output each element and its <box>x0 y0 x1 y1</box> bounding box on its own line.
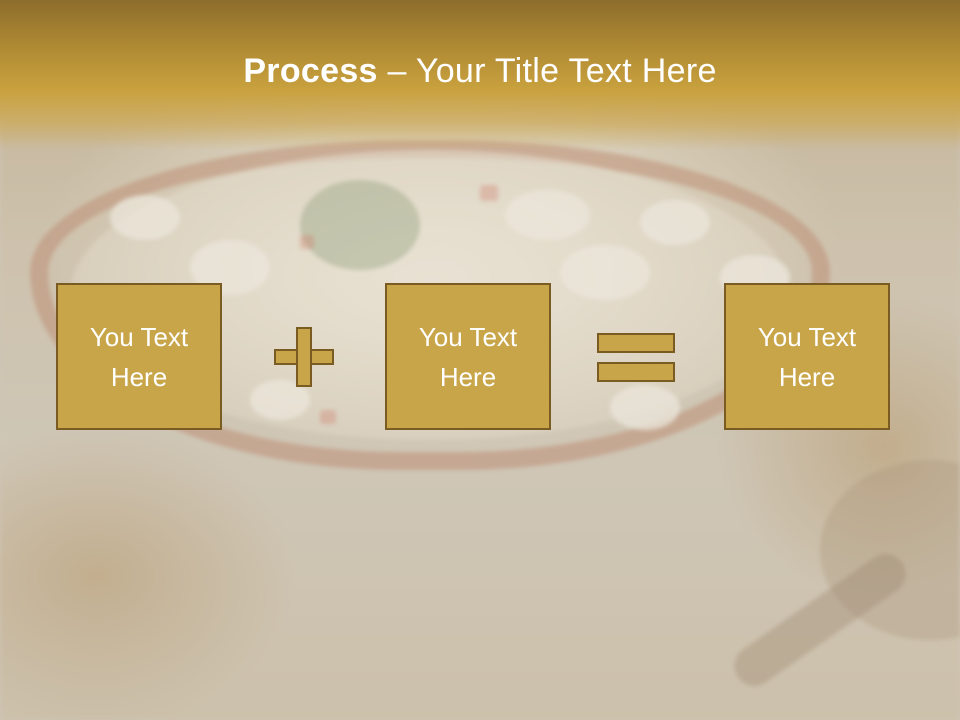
box-text-line: You Text <box>418 321 518 352</box>
box-text-line: You Text <box>89 321 189 352</box>
process-box-1[interactable]: You Text Here <box>56 283 222 430</box>
slide-title: Process – Your Title Text Here <box>0 52 960 91</box>
box-text: You Text Here <box>419 317 517 397</box>
equals-icon <box>597 362 675 382</box>
bean <box>505 190 590 240</box>
title-band: Process – Your Title Text Here <box>0 0 960 150</box>
box-text: You Text Here <box>758 317 856 397</box>
pepper-piece <box>480 185 498 201</box>
box-text-line: Here <box>110 361 168 392</box>
bean <box>610 385 680 430</box>
box-text-line: Here <box>778 361 836 392</box>
equals-icon-top <box>597 333 675 353</box>
bean <box>560 245 650 300</box>
box-text: You Text Here <box>90 317 188 397</box>
process-box-3[interactable]: You Text Here <box>724 283 890 430</box>
title-bold: Process <box>243 52 378 90</box>
pepper-piece <box>300 235 314 249</box>
title-rest: – Your Title Text Here <box>377 52 717 90</box>
pepper-piece <box>320 410 336 424</box>
bean <box>640 200 710 245</box>
box-text-line: You Text <box>757 321 857 352</box>
plus-icon-center <box>298 351 310 363</box>
process-box-2[interactable]: You Text Here <box>385 283 551 430</box>
bean <box>110 195 180 240</box>
parsley <box>300 180 420 270</box>
box-text-line: Here <box>439 361 497 392</box>
